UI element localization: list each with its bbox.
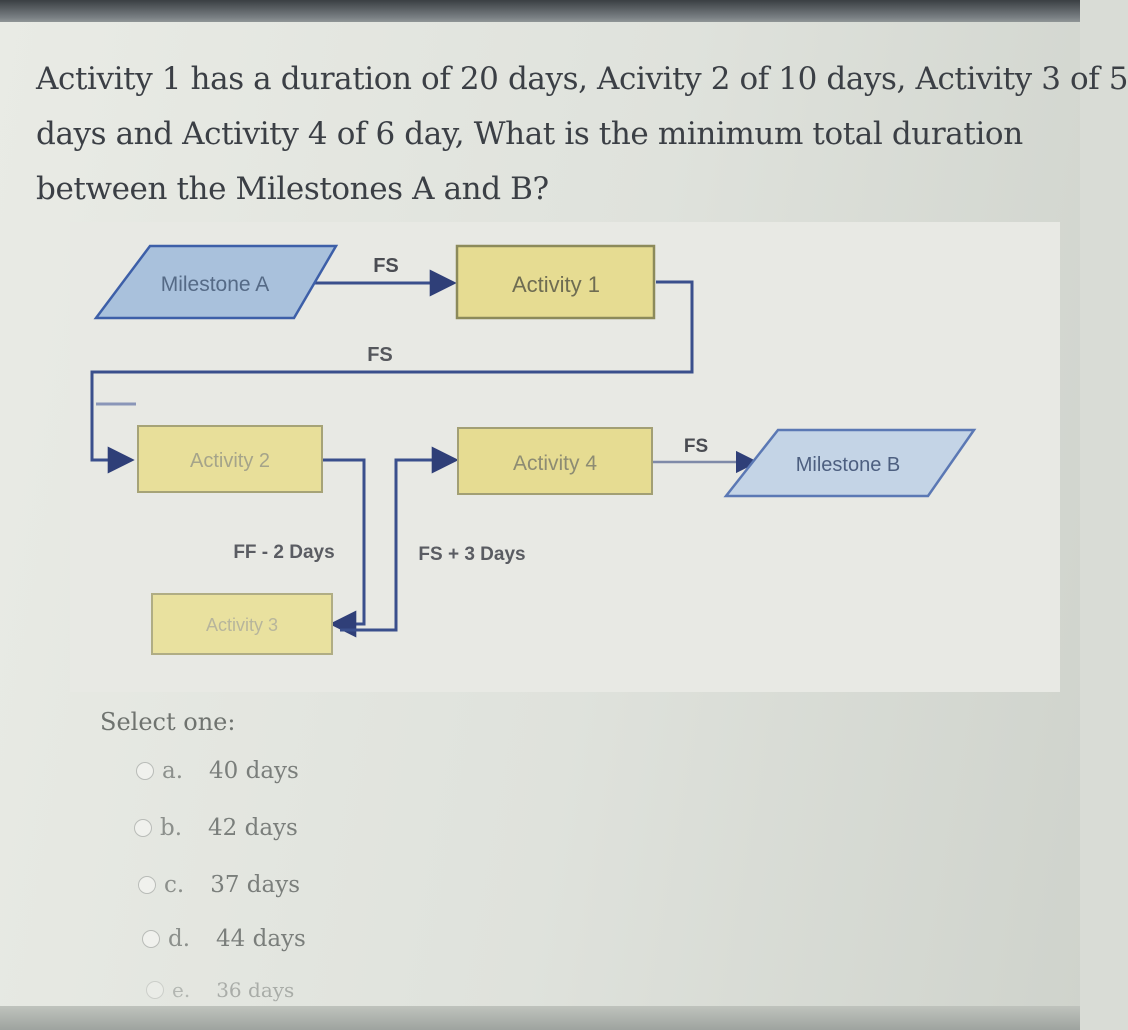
option-text: 42 days — [208, 815, 298, 841]
select-one-prompt: Select one: — [100, 708, 236, 736]
activity-4-box: Activity 4 — [457, 427, 653, 495]
option-letter: e. — [172, 978, 191, 1002]
option-text: 40 days — [209, 758, 299, 784]
connector-2-to-3 — [322, 458, 366, 638]
activity-4-label: Activity 4 — [513, 452, 597, 475]
radio-icon[interactable] — [136, 762, 154, 780]
link-label-a-to-1: FS — [373, 255, 399, 277]
option-text: 36 days — [216, 978, 295, 1002]
activity-3-label: Activity 3 — [206, 615, 278, 635]
option-letter: d. — [168, 926, 191, 952]
question-line-3: between the Milestones A and B? — [36, 171, 549, 207]
radio-icon[interactable] — [146, 981, 164, 999]
link-label-1-to-2: FS — [367, 344, 393, 366]
link-label-4-to-b: FS — [684, 436, 708, 457]
monitor-bottom-edge — [0, 1006, 1080, 1030]
network-diagram: Milestone A Activity 1 Activity 2 Activi… — [90, 244, 977, 655]
link-label-3-to-4: FS + 3 Days — [418, 544, 525, 565]
question-line-2: days and Activity 4 of 6 day, What is th… — [36, 116, 1023, 152]
activity-1-box: Activity 1 — [455, 244, 656, 320]
milestone-a-shape: Milestone A — [93, 244, 339, 320]
activity-2-label: Activity 2 — [190, 450, 270, 472]
radio-icon[interactable] — [142, 930, 160, 948]
activity-2-box: Activity 2 — [137, 425, 323, 493]
answer-option-b[interactable]: b. 42 days — [134, 815, 298, 841]
milestone-b-shape: Milestone B — [723, 428, 977, 498]
answer-option-e[interactable]: e. 36 days — [146, 978, 294, 1002]
answer-option-d[interactable]: d. 44 days — [142, 926, 306, 952]
option-letter: b. — [160, 815, 183, 841]
option-text: 37 days — [210, 872, 301, 898]
answer-option-c[interactable]: c. 37 days — [138, 872, 300, 898]
radio-icon[interactable] — [138, 876, 156, 894]
connector-1-to-2 — [90, 280, 694, 474]
option-text: 44 days — [216, 926, 306, 952]
question-line-1: Activity 1 has a duration of 20 days, Ac… — [36, 61, 1128, 97]
activity-3-box: Activity 3 — [151, 593, 333, 655]
connector-3-to-4 — [340, 446, 459, 632]
radio-icon[interactable] — [134, 819, 152, 837]
link-label-2-to-3: FF - 2 Days — [233, 542, 334, 563]
activity-1-label: Activity 1 — [512, 272, 600, 297]
option-letter: c. — [164, 872, 185, 898]
answer-option-a[interactable]: a. 40 days — [136, 758, 299, 784]
option-letter: a. — [162, 758, 184, 784]
milestone-b-label: Milestone B — [796, 454, 901, 476]
milestone-a-label: Milestone A — [161, 273, 270, 296]
question-text: Activity 1 has a duration of 20 days, Ac… — [36, 52, 1128, 217]
